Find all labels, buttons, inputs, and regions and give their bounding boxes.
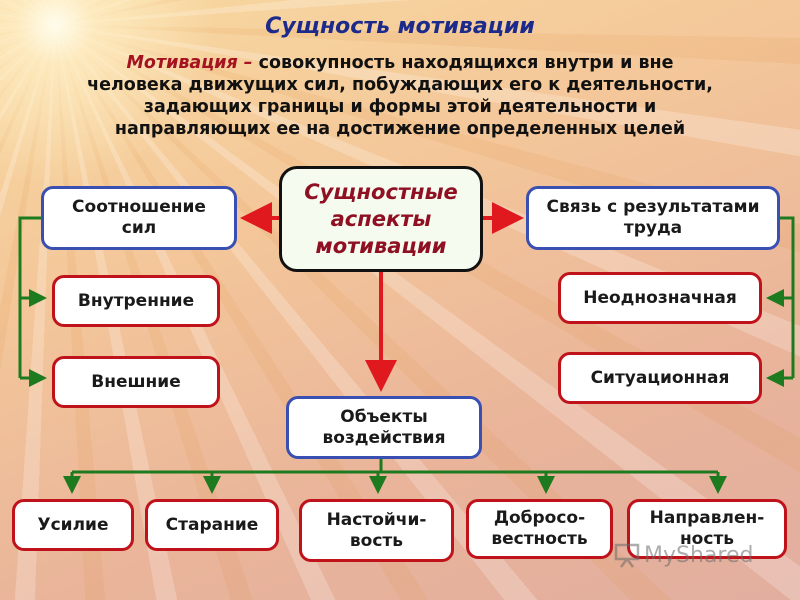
bottom-item-effort: Усилие [12,499,134,551]
bottom-item-persistence-line-2: вость [349,530,404,551]
left-bracket-line [18,216,41,378]
slide-title: Сущность мотивации [265,14,535,39]
right-item-ambiguous: Неоднозначная [558,272,762,324]
bottom-item-conscientiousness-line-2: вестность [491,529,588,549]
definition-line-1: совокупность находящихся внутри и вне [258,53,674,73]
bottom-item-diligence: Старание [145,499,279,551]
bottom-item-direction: Направлен- ность [627,499,787,559]
right-header-node: Связь с результатами труда [526,186,780,250]
center-node-line-1: Сущностные [304,179,458,204]
bottom-item-conscientiousness: Добросо- вестность [466,499,613,559]
bottom-header-label: Объекты воздействия [322,406,446,448]
right-item-situational-label: Ситуационная [590,367,730,388]
right-item-ambiguous-label: Неоднозначная [583,287,737,308]
center-node-line-2: аспекты [330,206,432,231]
watermark: MyShared [614,538,753,572]
left-header-label: Соотношение сил [72,197,206,238]
bottom-item-persistence-line-1: Настойчи- [326,509,427,530]
center-node: Сущностные аспекты мотивации [279,166,483,272]
bottom-item-diligence-label: Старание [165,514,259,535]
left-item-internal: Внутренние [52,275,220,327]
watermark-presentation-icon [614,543,640,568]
right-header-label: Связь с результатами труда [546,197,760,238]
bottom-item-direction-line-1: Направлен- [649,508,765,528]
definition-term: Мотивация – [126,53,253,73]
left-item-external: Внешние [52,356,220,408]
left-item-internal-label: Внутренние [77,290,195,311]
left-item-external-label: Внешние [91,371,181,392]
bottom-header-node: Объекты воздействия [286,396,482,459]
bottom-item-persistence: Настойчи- вость [299,499,454,562]
bottom-item-direction-line-2: ность [679,529,735,549]
bottom-item-effort-label: Усилие [37,514,109,535]
definition-text: Мотивация – совокупность находящихся вну… [40,52,760,140]
watermark-text: MyShared [644,542,754,568]
right-bracket-line [780,216,795,378]
center-node-line-3: мотивации [315,233,447,258]
bottom-item-conscientiousness-line-1: Добросо- [493,508,586,528]
definition-line-4: направляющих ее на достижение определенн… [114,119,686,139]
definition-line-3: задающих границы и формы этой деятельнос… [143,97,657,117]
left-header-node: Соотношение сил [41,186,237,250]
right-item-situational: Ситуационная [558,352,762,404]
definition-line-2: человека движущих сил, побуждающих его к… [87,75,713,95]
